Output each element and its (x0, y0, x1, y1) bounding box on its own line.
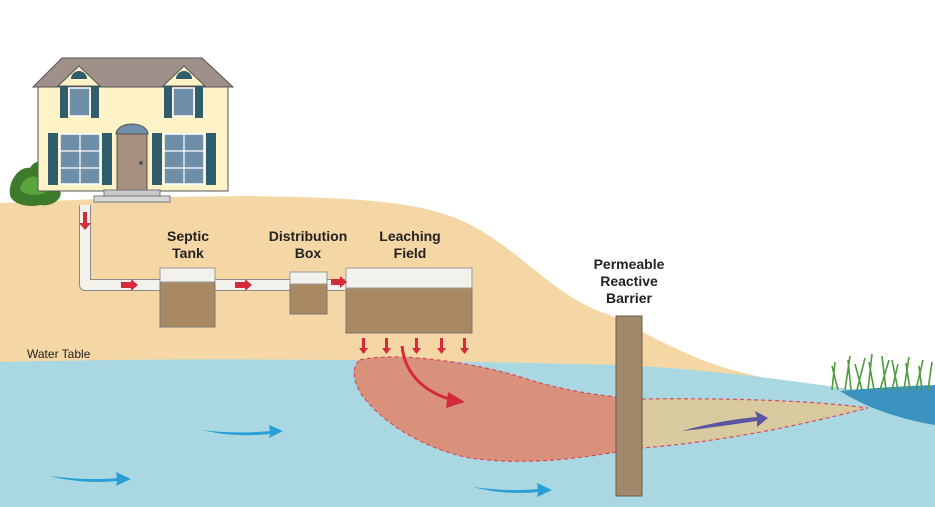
groundwater-arrow (473, 483, 552, 497)
pond (840, 385, 935, 425)
distribution-box-label-line2: Box (294, 245, 322, 261)
leach-arrow (460, 338, 469, 354)
treated-plume (641, 398, 869, 449)
reactive-barrier (615, 315, 643, 497)
water-table-label: Water Table (27, 347, 91, 361)
groundwater-arrow (203, 425, 283, 438)
flow-arrow (331, 276, 347, 288)
leach-arrow (359, 338, 368, 354)
reactive-barrier-label-line3: Barrier (606, 290, 652, 306)
septic-tank-label-line1: Septic (166, 228, 209, 244)
plume-flow-arrow (400, 345, 453, 402)
septic-tank (159, 267, 216, 328)
leaching-field (345, 267, 473, 334)
distribution-box (289, 271, 328, 315)
house-icon (31, 57, 235, 203)
leach-arrow (412, 338, 421, 354)
leach-arrow (382, 338, 391, 354)
septic-tank-label: Septic Tank (148, 228, 228, 262)
flow-arrow (121, 279, 138, 291)
leaching-field-label: Leaching Field (360, 228, 460, 262)
flow-arrow (235, 279, 252, 291)
leaching-field-label-line2: Field (393, 245, 427, 261)
leaching-field-label-line1: Leaching (379, 228, 441, 244)
leach-arrow (437, 338, 446, 354)
groundwater-flow-arrows (50, 425, 552, 497)
distribution-box-label-line1: Distribution (268, 228, 348, 244)
flow-arrow-down (79, 212, 91, 230)
reactive-barrier-label-line1: Permeable (593, 256, 665, 272)
grass-icon (831, 353, 933, 391)
groundwater-arrow (50, 472, 131, 486)
treated-flow-arrow (682, 411, 768, 431)
wastewater-flow-arrows (79, 212, 469, 354)
reactive-barrier-label-line2: Reactive (600, 273, 658, 289)
reactive-barrier-label: Permeable Reactive Barrier (574, 256, 684, 307)
distribution-box-label: Distribution Box (258, 228, 358, 262)
septic-tank-label-line2: Tank (172, 245, 204, 261)
